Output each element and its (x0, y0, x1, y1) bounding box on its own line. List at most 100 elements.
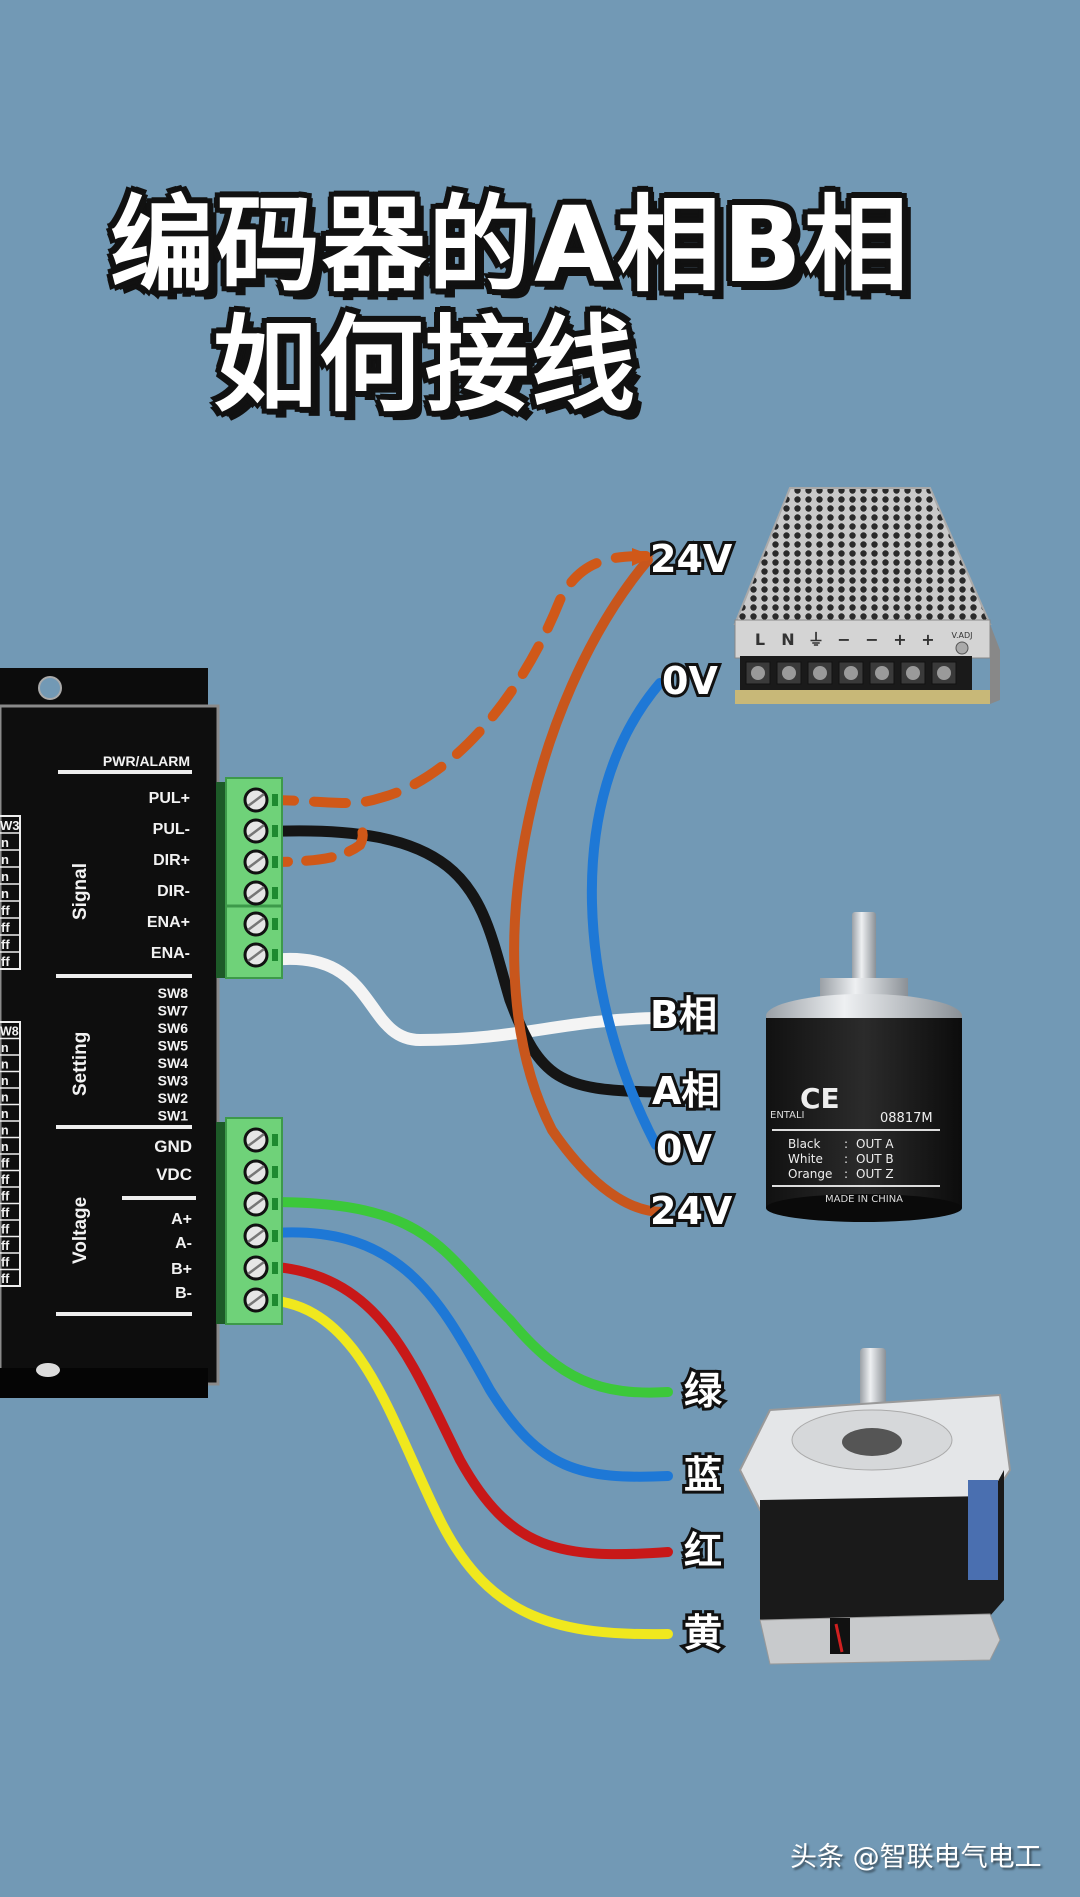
dip-cell: n (1, 835, 9, 850)
terminal-label: DIR+ (153, 852, 190, 869)
dip-cell: ff (1, 937, 10, 952)
switch-label: SW2 (158, 1090, 189, 1106)
encoder-wire-signal: OUT Z (856, 1167, 894, 1181)
psu-mesh-top (733, 487, 992, 625)
dip-cell: ff (1, 1173, 10, 1187)
dip-cell: n (1, 1140, 9, 1154)
psu-terminal-label: − (837, 630, 850, 649)
encoder-wire-sep: : (844, 1152, 848, 1166)
switch-label: SW8 (158, 985, 189, 1001)
psu-terminal-label: N (781, 630, 794, 649)
terminal-label: PUL- (153, 821, 190, 838)
terminal-label: B- (175, 1285, 192, 1302)
psu-terminal-label: + (921, 630, 934, 649)
dip-cell: n (1, 1041, 9, 1055)
dip-cell: ff (1, 1190, 10, 1204)
dip-cell: n (1, 886, 9, 901)
terminal-label: VDC (156, 1165, 192, 1184)
wire-blue-0v (586, 678, 665, 1150)
label-encoder-24v: 24V (650, 1189, 733, 1233)
switch-label: SW3 (158, 1073, 189, 1089)
wire-black-encoder-a-phase (252, 825, 660, 1098)
dip-cell: n (1, 1091, 9, 1105)
label-encoder-0v: 0V (656, 1127, 712, 1171)
wire-dashed-24v-dir (257, 823, 368, 867)
stepper-motor (738, 1348, 1012, 1665)
dip-cell: n (1, 1107, 9, 1121)
voltage-terminal-labels: GND VDC A+ A- B+ B- (154, 1137, 192, 1302)
mount-hole (36, 1363, 60, 1377)
encoder-wire-sep: : (844, 1167, 848, 1181)
wire-yellow-b-minus (257, 1295, 673, 1640)
stepper-driver: PWR/ALARM Signal Setting Voltage PUL+PUL… (0, 668, 220, 1398)
dip-cell: n (1, 1074, 9, 1088)
psu-terminal-label: − (865, 630, 878, 649)
encoder-wire-signal: OUT A (856, 1137, 894, 1151)
section-label-signal: Signal (70, 863, 91, 920)
encoder-wire-sep: : (844, 1137, 848, 1151)
dip-cell: ff (1, 954, 10, 969)
title-line-2: 如何接线 (212, 304, 637, 426)
arrow-head-icon (632, 548, 654, 566)
switch-label: SW6 (158, 1020, 189, 1036)
dip-cell: ff (1, 1256, 10, 1270)
terminal-label: DIR- (157, 883, 190, 900)
dip-cell: ff (1, 1206, 10, 1220)
encoder-body (766, 1018, 962, 1208)
psu-vadj-label: V.ADJ (952, 631, 973, 640)
label-b-phase: B相 (650, 993, 717, 1037)
encoder-wire-color: White (788, 1152, 823, 1166)
terminal-label: A+ (171, 1211, 192, 1228)
ce-mark: CE (800, 1082, 840, 1115)
label-red: 红 (684, 1529, 722, 1573)
encoder-model: 08817M (880, 1111, 933, 1126)
terminal-label: ENA+ (147, 914, 190, 931)
wire-green-a-plus (257, 1196, 673, 1398)
dip-cell: ff (1, 1239, 10, 1253)
wire-dashed-24v-pul (257, 551, 651, 809)
label-a-phase: A相 (652, 1069, 719, 1113)
dip-cell: ff (1, 903, 10, 918)
terminal-label: B+ (171, 1261, 192, 1278)
driver-mount-flange-bottom (0, 1368, 208, 1398)
dip-cell: n (1, 869, 9, 884)
encoder-wire-signal: OUT B (856, 1152, 894, 1166)
terminal-label: GND (154, 1137, 192, 1156)
terminal-label: A- (175, 1235, 192, 1252)
dip-cell: n (1, 852, 9, 867)
encoder-brand: ENTALI (770, 1110, 805, 1121)
motor-label (968, 1480, 998, 1580)
dip-header: W8 (0, 1025, 19, 1039)
watermark: 头条 @智联电气电工 (790, 1842, 1042, 1873)
section-label-voltage: Voltage (70, 1197, 91, 1264)
driver-body (0, 704, 220, 1386)
psu-terminal-label: ⏚ (808, 630, 824, 649)
label-psu-0v: 0V (662, 659, 718, 703)
encoder-shaft (852, 912, 876, 990)
dip-cell: ff (1, 1272, 10, 1286)
wire-orange-24v (509, 555, 667, 1217)
label-blue: 蓝 (684, 1453, 722, 1497)
signal-terminal-labels: PUL+PUL-DIR+DIR-ENA+ENA- (147, 790, 190, 962)
switch-label: SW7 (158, 1003, 189, 1019)
section-label-setting: Setting (70, 1032, 91, 1096)
dip-cell: n (1, 1058, 9, 1072)
psu-terminal-label: + (893, 630, 906, 649)
switch-label: SW5 (158, 1038, 189, 1054)
dip-cell: ff (1, 1157, 10, 1171)
terminal-label: ENA- (151, 945, 190, 962)
dip-cell: ff (1, 920, 10, 935)
label-yellow: 黄 (684, 1611, 722, 1655)
encoder-wire-color: Orange (788, 1167, 832, 1181)
driver-header-label: PWR/ALARM (103, 753, 190, 769)
driver-mount-flange-top (0, 668, 208, 708)
wire-white-encoder-b-phase (252, 952, 662, 1047)
